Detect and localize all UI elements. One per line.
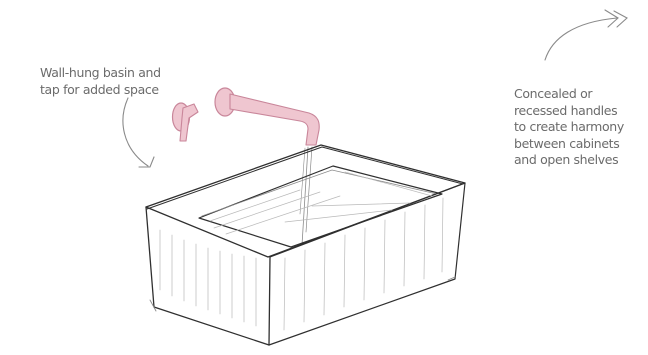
curved-arrow-down-right-icon xyxy=(123,98,154,167)
wall-hung-basin xyxy=(146,145,465,345)
tap-mixer-handle xyxy=(173,103,199,141)
wall-spout-tap xyxy=(215,88,319,145)
curved-arrow-up-right-icon xyxy=(545,10,627,60)
water-stream xyxy=(300,147,312,245)
